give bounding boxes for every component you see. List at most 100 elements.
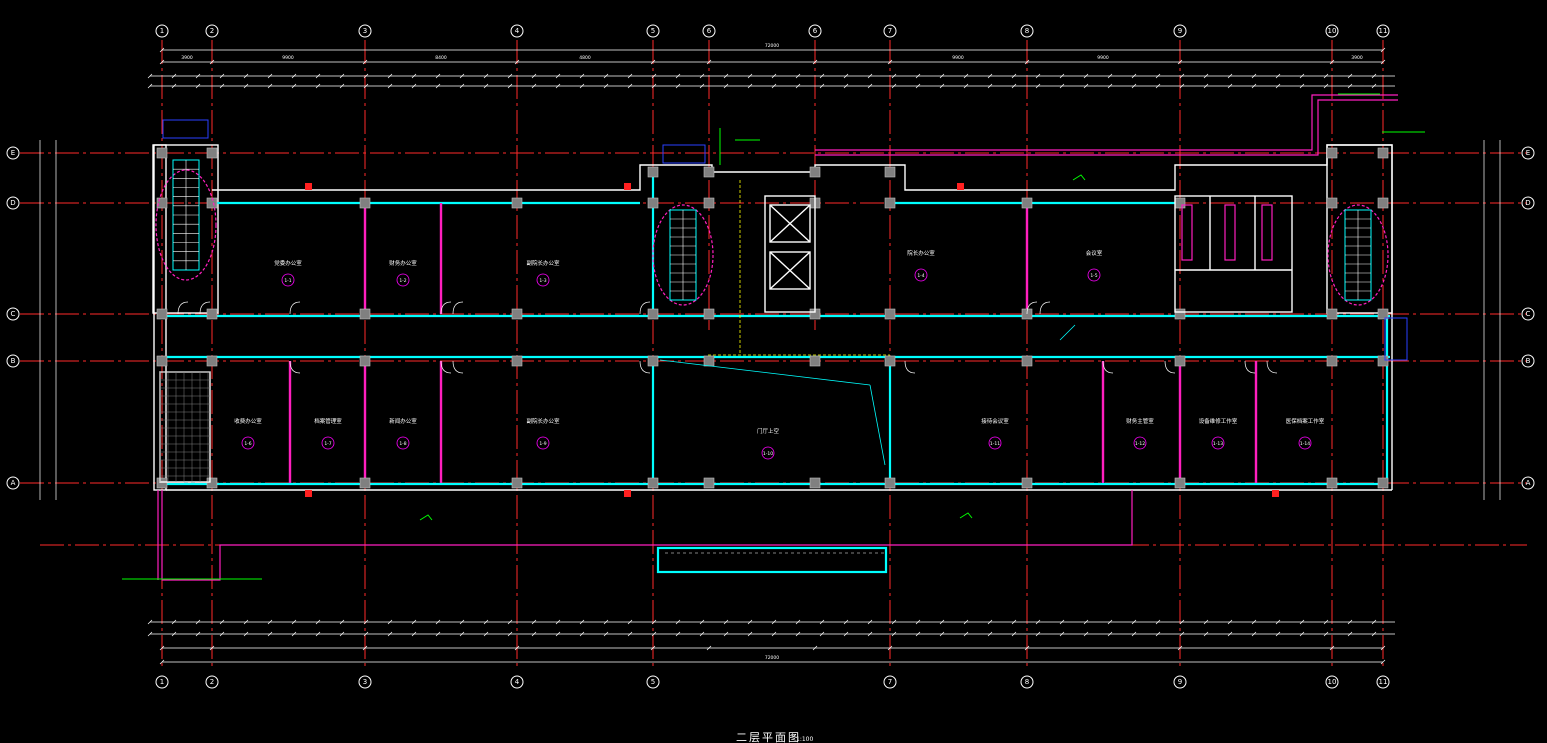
horizontal-axis-lines <box>20 152 1527 546</box>
column <box>1174 197 1186 209</box>
column <box>884 308 896 320</box>
svg-text:新闻办公室: 新闻办公室 <box>389 417 417 425</box>
svg-text:C: C <box>1526 310 1531 318</box>
svg-text:9: 9 <box>1178 678 1182 686</box>
svg-text:收费办公室: 收费办公室 <box>234 417 262 425</box>
svg-text:会议室: 会议室 <box>1086 249 1103 257</box>
svg-text:3900: 3900 <box>181 55 193 61</box>
axis-bubble-E-left: E <box>6 146 20 160</box>
axis-bubble-1-top: 1 <box>155 24 169 38</box>
svg-text:11: 11 <box>1379 27 1388 35</box>
svg-text:8: 8 <box>1025 27 1029 35</box>
column <box>156 147 168 159</box>
axis-bubble-C-right: C <box>1521 307 1535 321</box>
axis-bubble-D-right: D <box>1521 196 1535 210</box>
svg-text:1-13: 1-13 <box>1213 441 1223 447</box>
svg-text:9900: 9900 <box>1097 55 1109 61</box>
axis-bubble-D-left: D <box>6 196 20 210</box>
drawing-title-block: 二层平面图 1:100 <box>736 731 813 743</box>
axis-bubble-4-top: 4 <box>510 24 524 38</box>
axis-bubble-5-bottom: 5 <box>646 675 660 689</box>
svg-text:2: 2 <box>210 678 214 686</box>
svg-text:3: 3 <box>363 27 367 35</box>
column <box>703 197 715 209</box>
column <box>884 197 896 209</box>
axis-bubble-B-left: B <box>6 354 20 368</box>
svg-text:7: 7 <box>888 678 892 686</box>
axis-bubble-8-bottom: 8 <box>1020 675 1034 689</box>
svg-text:1: 1 <box>160 27 164 35</box>
svg-text:3900: 3900 <box>1351 55 1363 61</box>
partition-walls <box>157 94 1398 581</box>
svg-text:6: 6 <box>813 27 818 35</box>
axis-bubble-10-top: 10 <box>1325 24 1339 38</box>
svg-text:B: B <box>1526 357 1531 365</box>
bottom-axis-bubbles: 1 2 3 4 5 7 8 9 10 11 <box>155 675 1390 689</box>
column <box>647 197 659 209</box>
svg-text:1-14: 1-14 <box>1300 441 1310 447</box>
svg-text:4: 4 <box>515 678 520 686</box>
axis-bubble-2-top: 2 <box>205 24 219 38</box>
axis-bubble-8-top: 8 <box>1020 24 1034 38</box>
axis-bubble-2-bottom: 2 <box>205 675 219 689</box>
doors <box>177 301 1278 374</box>
column <box>647 355 659 367</box>
axis-bubble-A-right: A <box>1521 476 1535 490</box>
svg-text:8400: 8400 <box>435 55 447 61</box>
svg-text:门厅上空: 门厅上空 <box>757 427 780 435</box>
blue-annotation-boxes <box>162 119 1408 361</box>
column <box>1377 477 1389 489</box>
svg-text:D: D <box>10 199 15 207</box>
axis-bubble-7-bottom: 7 <box>883 675 897 689</box>
axis-bubble-4-bottom: 4 <box>510 675 524 689</box>
column <box>206 477 218 489</box>
column <box>703 166 715 178</box>
column <box>647 166 659 178</box>
svg-text:4: 4 <box>515 27 520 35</box>
column <box>1021 477 1033 489</box>
svg-text:4800: 4800 <box>579 55 591 61</box>
axis-bubble-9-bottom: 9 <box>1173 675 1187 689</box>
top-dimension-ticks <box>147 47 1386 89</box>
axis-bubble-E-right: E <box>1521 146 1535 160</box>
column <box>1377 197 1389 209</box>
svg-text:6: 6 <box>707 27 712 35</box>
column <box>206 355 218 367</box>
svg-text:C: C <box>11 310 16 318</box>
svg-text:1-2: 1-2 <box>399 278 406 284</box>
svg-text:72000: 72000 <box>765 43 779 49</box>
column <box>1326 308 1338 320</box>
svg-text:医保档案工作室: 医保档案工作室 <box>1286 417 1325 425</box>
axis-bubble-10-bottom: 10 <box>1325 675 1339 689</box>
svg-text:档案管理室: 档案管理室 <box>314 417 342 425</box>
svg-text:设备维修工作室: 设备维修工作室 <box>1199 417 1238 425</box>
svg-text:3: 3 <box>363 678 367 686</box>
column <box>1174 308 1186 320</box>
column <box>359 308 371 320</box>
svg-text:8: 8 <box>1025 678 1029 686</box>
svg-text:副院长办公室: 副院长办公室 <box>526 417 560 425</box>
column <box>511 197 523 209</box>
column <box>809 477 821 489</box>
column <box>809 355 821 367</box>
svg-text:财务办公室: 财务办公室 <box>389 259 417 267</box>
column <box>1174 477 1186 489</box>
red-markers <box>305 183 1279 497</box>
svg-text:1-8: 1-8 <box>399 441 406 447</box>
column <box>1326 477 1338 489</box>
svg-text:7: 7 <box>888 27 892 35</box>
column <box>359 355 371 367</box>
room-label-r8: 新闻办公室 1-8 <box>389 417 417 450</box>
svg-text:2: 2 <box>210 27 214 35</box>
svg-text:10: 10 <box>1328 27 1337 35</box>
axis-bubble-6b-top: 6 <box>808 24 822 38</box>
